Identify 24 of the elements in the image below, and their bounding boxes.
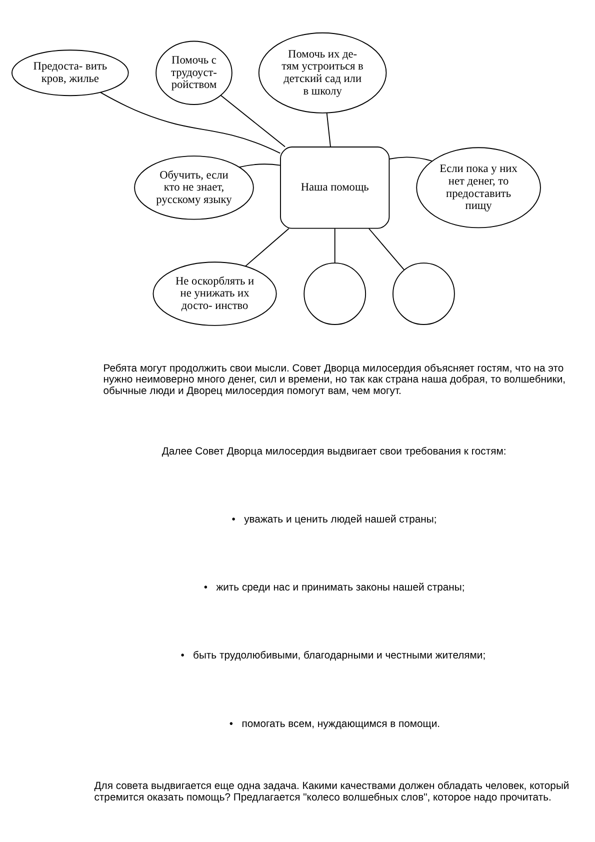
- node-ellipse: Предоста- вить кров, жилье: [12, 50, 129, 96]
- node-ellipse: Обучить, если кто не знает, русскому языку: [134, 156, 254, 220]
- node-box: Наша помощь: [280, 146, 390, 229]
- node-ellipse: Помочь с трудоуст- ройством: [156, 40, 232, 105]
- node-ellipse: Если пока у них нет денег, то предоставить пищу: [416, 147, 541, 228]
- connector: [244, 228, 290, 267]
- connector: [326, 112, 331, 148]
- label: Для совета выдвигается еще одна задача. Какими качествами должен обладать человек, который стремится оказать помощь? Предлагается "колесо волшебных слов", которое надо прочитать.: [94, 781, 570, 804]
- connector: [388, 156, 432, 162]
- label: • жить среди нас и принимать законы нашей страны;: [204, 582, 465, 594]
- label: • быть трудолюбивыми, благодарными и честными жителями;: [180, 650, 486, 662]
- connector: [220, 94, 286, 148]
- label: Далее Совет Дворца милосердия выдвигает свои требования к гостям:: [162, 446, 506, 458]
- label: • помогать всем, нуждающимся в помощи.: [229, 718, 440, 730]
- label: Ребята могут продолжить свои мысли. Совет Дворца милосердия объясняет гостям, что на это нужно неимоверно много денег, сил и времени, но так как страна наша добрая, то волшебники, обычные люди и Дворец милосердия помогут вам, чем могут.: [103, 363, 566, 398]
- node-ellipse: Не оскорблять и не унижать их досто- инство: [152, 262, 277, 326]
- connector: [334, 228, 336, 264]
- node-circle: [392, 262, 455, 325]
- node-ellipse: Помочь их де- тям устроиться в детский сад или в школу: [258, 32, 387, 114]
- node-circle: [304, 262, 366, 325]
- connector: [238, 164, 281, 168]
- connector: [100, 92, 281, 154]
- label: • уважать и ценить людей нашей страны;: [232, 514, 437, 526]
- connector: [368, 228, 405, 270]
